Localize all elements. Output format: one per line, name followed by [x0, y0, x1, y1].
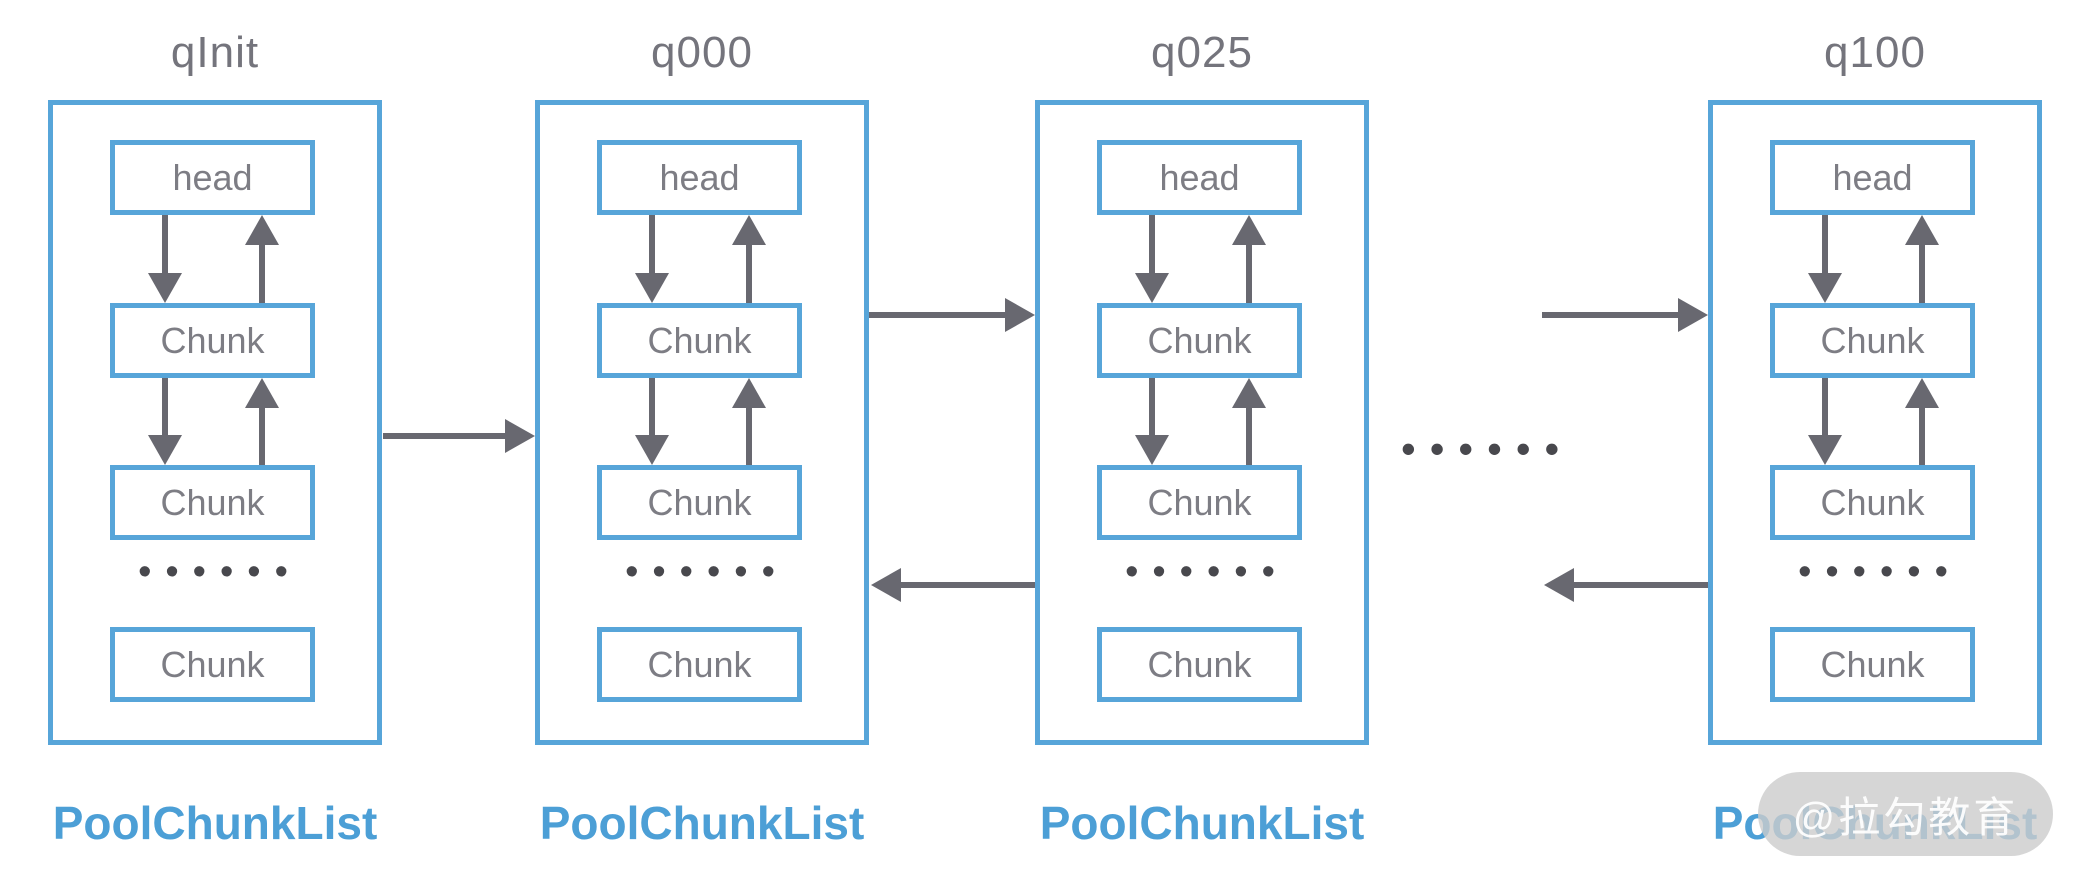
chunk-box: Chunk — [1770, 465, 1975, 540]
column-q025: q025 head Chunk Chunk •••••• Chunk PoolC… — [1035, 0, 1369, 882]
column-title: q025 — [1151, 28, 1253, 77]
chunk-box: Chunk — [110, 303, 315, 378]
arrow-down-icon — [162, 378, 168, 435]
arrow-up-icon — [1246, 245, 1252, 303]
chunk-box: Chunk — [110, 465, 315, 540]
chunk-box: Chunk — [1770, 303, 1975, 378]
arrow-up-icon — [746, 408, 752, 465]
arrow-up-icon — [259, 408, 265, 465]
arrow-down-icon — [162, 215, 168, 273]
chunk-box: Chunk — [597, 465, 802, 540]
chunk-box: Chunk — [1097, 465, 1302, 540]
chunk-box: Chunk — [110, 627, 315, 702]
arrow-up-icon — [1919, 408, 1925, 465]
column-q100: q100 head Chunk Chunk •••••• Chunk PoolC… — [1708, 0, 2042, 882]
pool-chunk-list-label: PoolChunkList — [52, 797, 378, 849]
arrow-right-icon — [869, 312, 1005, 318]
column-title: q000 — [651, 28, 753, 77]
head-box: head — [1097, 140, 1302, 215]
chunk-box: Chunk — [597, 303, 802, 378]
column-q000: q000 head Chunk Chunk •••••• Chunk PoolC… — [535, 0, 869, 882]
arrow-down-icon — [1822, 215, 1828, 273]
head-box: head — [1770, 140, 1975, 215]
chunk-box: Chunk — [1097, 303, 1302, 378]
arrow-up-icon — [1246, 408, 1252, 465]
pool-chunk-list-label: PoolChunkList — [1039, 797, 1365, 849]
ellipsis-dots: •••••• — [1125, 551, 1289, 593]
arrow-down-icon — [1822, 378, 1828, 435]
head-box: head — [110, 140, 315, 215]
column-title: q100 — [1824, 28, 1926, 77]
column-qinit: qInit head Chunk Chunk •••••• Chunk Pool… — [48, 0, 382, 882]
arrow-down-icon — [649, 378, 655, 435]
arrow-down-icon — [649, 215, 655, 273]
ellipsis-dots: •••••• — [1798, 551, 1962, 593]
head-box: head — [597, 140, 802, 215]
chunk-box: Chunk — [1097, 627, 1302, 702]
watermark-text: @拉勾教育 — [1792, 793, 2019, 841]
arrow-down-icon — [1149, 215, 1155, 273]
arrow-right-icon — [1542, 312, 1678, 318]
ellipsis-dots: •••••• — [138, 551, 302, 593]
gap-ellipsis-dots: •••••• — [1401, 425, 1574, 472]
watermark-badge: @拉勾教育 — [1758, 772, 2053, 856]
chunk-box: Chunk — [597, 627, 802, 702]
pool-chunk-list-label: PoolChunkList — [539, 797, 865, 849]
arrow-down-icon — [1149, 378, 1155, 435]
arrow-up-icon — [259, 245, 265, 303]
arrow-left-icon — [1574, 582, 1708, 588]
arrow-right-icon — [383, 433, 505, 439]
ellipsis-dots: •••••• — [625, 551, 789, 593]
column-title: qInit — [170, 28, 260, 77]
arrow-up-icon — [746, 245, 752, 303]
chunk-box: Chunk — [1770, 627, 1975, 702]
arrow-up-icon — [1919, 245, 1925, 303]
arrow-left-icon — [901, 582, 1035, 588]
